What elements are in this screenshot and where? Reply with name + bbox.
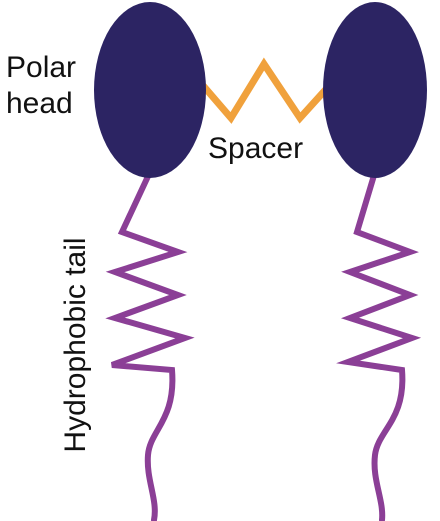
spacer-label: Spacer	[208, 132, 304, 165]
hydrophobic-tail-label: Hydrophobic tail	[59, 237, 92, 453]
right-polar-head	[323, 2, 427, 178]
left-polar-head	[94, 2, 206, 178]
spacer-chain	[196, 57, 342, 124]
right-hydrophobic-tail	[336, 169, 422, 521]
left-hydrophobic-tail	[105, 169, 195, 521]
polar-head-label-line2: head	[6, 87, 73, 120]
polar-head-label-line1: Polar	[6, 51, 77, 84]
